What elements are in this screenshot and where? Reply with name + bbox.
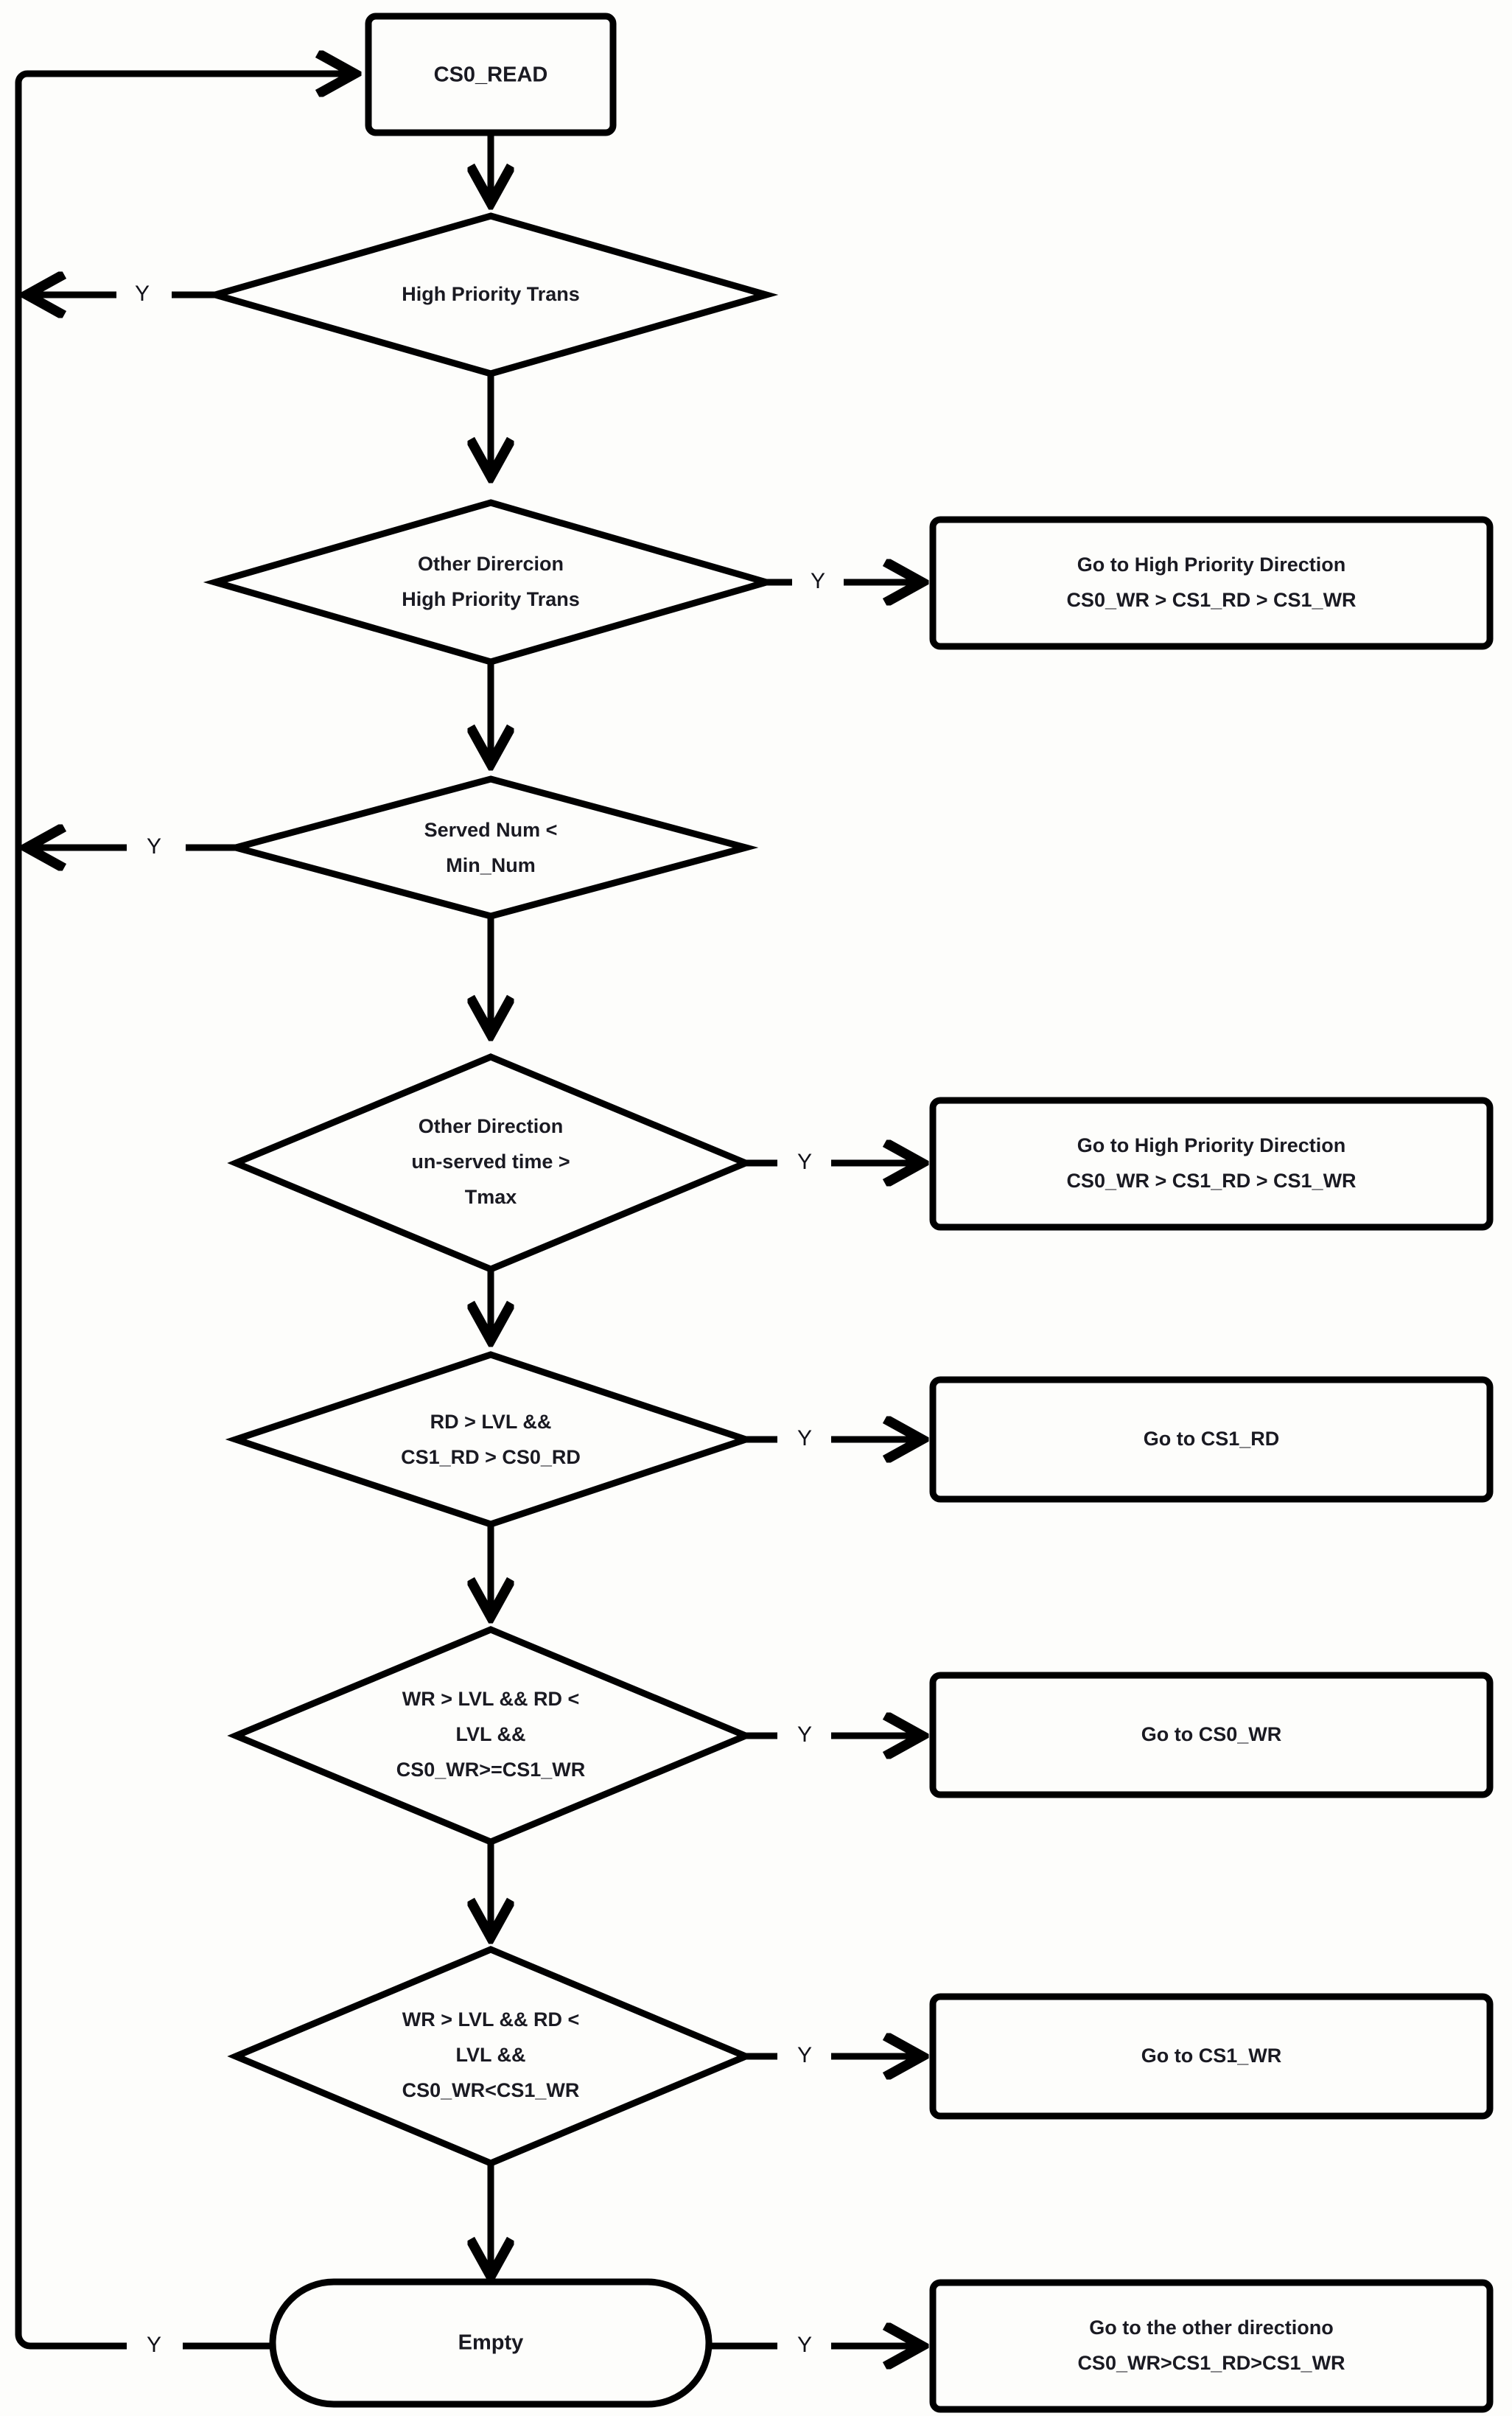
node-action-go-cs0-wr[interactable]: Go to CS0_WR	[929, 1672, 1494, 1798]
d4-line2: un-served time >	[411, 1151, 570, 1173]
node-action-go-cs1-wr[interactable]: Go to CS1_WR	[929, 1993, 1494, 2120]
loop-back-rail	[15, 74, 352, 2335]
edge-d6-yes: Y	[746, 1722, 920, 1747]
d7-yes-label: Y	[797, 2043, 812, 2067]
d3-line2: Min_Num	[446, 854, 536, 876]
node-decision-high-priority-trans[interactable]: High Priority Trans	[203, 212, 779, 377]
feedback-loop-path	[15, 74, 352, 2335]
d5-line1: RD > LVL &&	[430, 1411, 552, 1433]
d4-line1: Other Direction	[419, 1115, 564, 1137]
d5-yes-label: Y	[797, 1426, 812, 1450]
empty-yes-left-label: Y	[147, 2333, 161, 2357]
d6-yes-label: Y	[797, 1722, 812, 1747]
cs0-read-box[interactable]	[365, 13, 617, 136]
edge-d2-yes: Y	[766, 569, 920, 593]
a2-line1: Go to High Priority Direction	[1077, 1134, 1346, 1156]
a4-line1: Go to CS0_WR	[1141, 1723, 1282, 1745]
a1-line2: CS0_WR > CS1_RD > CS1_WR	[1066, 589, 1356, 611]
node-action-go-other-direction[interactable]: Go to the other directiono CS0_WR>CS1_RD…	[929, 2279, 1494, 2413]
node-action-go-cs1-rd[interactable]: Go to CS1_RD	[929, 1376, 1494, 1503]
edge-d1-yes: Y	[29, 282, 215, 306]
a6-box[interactable]	[929, 2279, 1494, 2413]
d3-diamond[interactable]	[223, 775, 759, 920]
a6-line2: CS0_WR>CS1_RD>CS1_WR	[1077, 2352, 1345, 2374]
edge-empty-yes-left: Y	[15, 2333, 271, 2357]
a1-box[interactable]	[929, 516, 1494, 650]
d4-yes-label: Y	[797, 1150, 812, 1174]
d3-yes-label: Y	[147, 834, 161, 859]
d1-yes-label: Y	[135, 282, 150, 306]
a2-line2: CS0_WR > CS1_RD > CS1_WR	[1066, 1170, 1356, 1192]
d6-line3: CS0_WR>=CS1_WR	[396, 1759, 586, 1781]
a6-line1: Go to the other directiono	[1089, 2317, 1334, 2339]
d2-line1: Other Dirercion	[418, 553, 564, 575]
empty-yes-right-label: Y	[797, 2333, 812, 2357]
d3-line1: Served Num <	[424, 819, 558, 841]
cs0-read-label: CS0_READ	[434, 63, 548, 87]
a3-line1: Go to CS1_RD	[1144, 1428, 1280, 1450]
node-decision-rd-gt-lvl[interactable]: RD > LVL && CS1_RD > CS0_RD	[225, 1351, 757, 1528]
node-action-go-high-priority-1[interactable]: Go to High Priority Direction CS0_WR > C…	[929, 516, 1494, 650]
d7-line1: WR > LVL && RD <	[402, 2008, 580, 2031]
edge-empty-yes-right: Y	[710, 2333, 920, 2357]
a3-box[interactable]	[929, 1376, 1494, 1503]
d2-diamond[interactable]	[203, 499, 779, 666]
edge-d5-yes: Y	[746, 1426, 920, 1450]
d6-line1: WR > LVL && RD <	[402, 1688, 580, 1710]
empty-label: Empty	[458, 2331, 524, 2355]
d5-line2: CS1_RD > CS0_RD	[401, 1446, 581, 1468]
a5-box[interactable]	[929, 1993, 1494, 2120]
a5-line1: Go to CS1_WR	[1141, 2045, 1282, 2067]
empty-left-join	[15, 2333, 127, 2350]
a4-box[interactable]	[929, 1672, 1494, 1798]
d2-line2: High Priority Trans	[402, 588, 580, 610]
node-decision-served-num-lt-min-num[interactable]: Served Num < Min_Num	[223, 775, 759, 920]
node-action-go-high-priority-2[interactable]: Go to High Priority Direction CS0_WR > C…	[929, 1097, 1494, 1231]
node-decision-wr-gt-lvl-lt[interactable]: WR > LVL && RD < LVL && CS0_WR<CS1_WR	[227, 1946, 755, 2167]
d7-line2: LVL &&	[455, 2044, 525, 2066]
edge-d7-yes: Y	[746, 2043, 920, 2067]
edge-d3-yes: Y	[29, 834, 236, 859]
node-cs0-read[interactable]: CS0_READ	[365, 13, 617, 136]
a2-box[interactable]	[929, 1097, 1494, 1231]
edge-d4-yes: Y	[746, 1150, 920, 1174]
a1-line1: Go to High Priority Direction	[1077, 554, 1346, 576]
node-empty[interactable]: Empty	[269, 2278, 713, 2408]
d7-line3: CS0_WR<CS1_WR	[402, 2079, 580, 2101]
empty-stadium[interactable]	[269, 2278, 713, 2408]
node-decision-wr-gt-lvl-ge[interactable]: WR > LVL && RD < LVL && CS0_WR>=CS1_WR	[227, 1626, 755, 1846]
d1-line1: High Priority Trans	[402, 283, 580, 305]
node-decision-other-direction-unserved-time[interactable]: Other Direction un-served time > Tmax	[227, 1053, 755, 1273]
d6-line2: LVL &&	[455, 1723, 525, 1745]
d5-diamond[interactable]	[225, 1351, 757, 1528]
node-decision-other-direction-high-priority-trans[interactable]: Other Dirercion High Priority Trans	[203, 499, 779, 666]
d2-yes-label: Y	[811, 569, 825, 593]
d4-line3: Tmax	[465, 1186, 517, 1208]
